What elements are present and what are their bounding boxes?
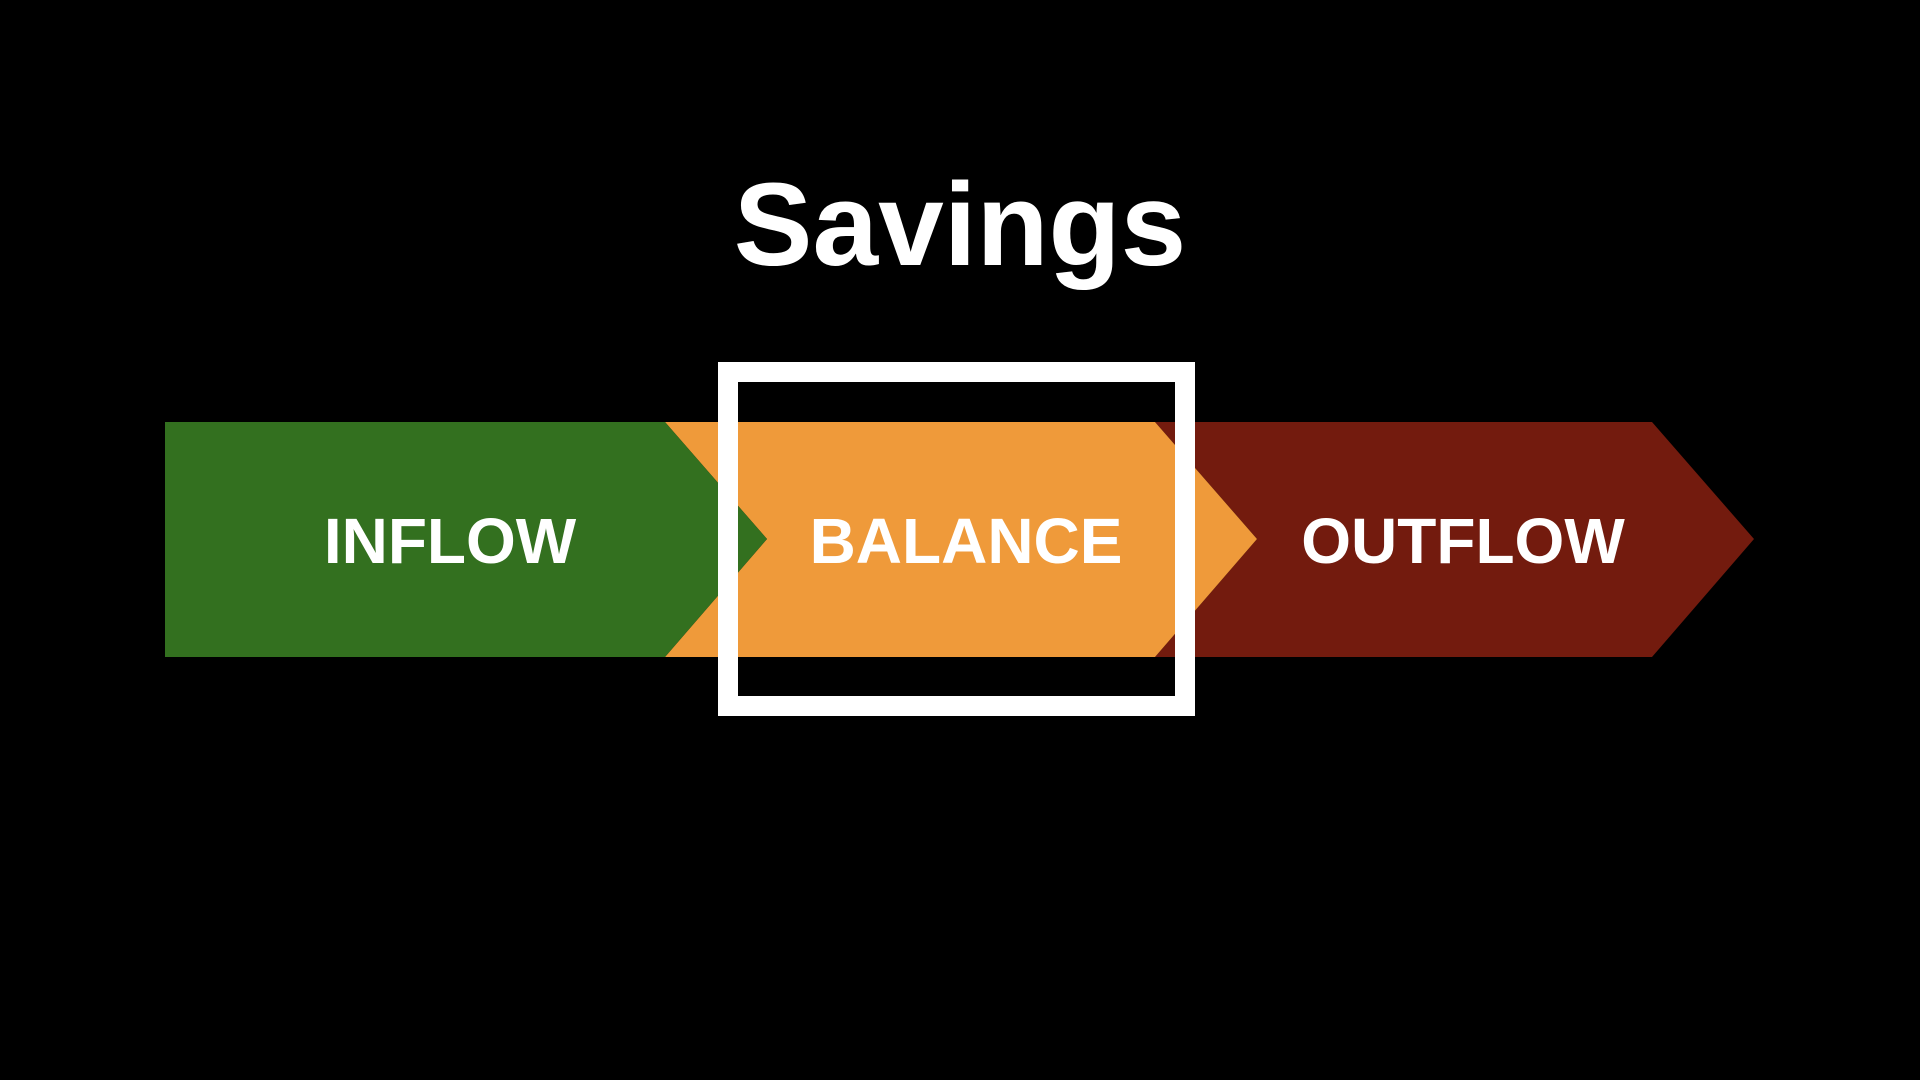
balance-label: BALANCE (810, 505, 1123, 577)
inflow-label: INFLOW (324, 505, 577, 577)
slide-title: Savings (733, 159, 1187, 291)
outflow-label: OUTFLOW (1301, 505, 1625, 577)
inflow-arrow (165, 422, 767, 657)
balance-arrow (665, 422, 1257, 657)
highlight-frame (718, 362, 1195, 716)
outflow-arrow (1155, 422, 1754, 657)
